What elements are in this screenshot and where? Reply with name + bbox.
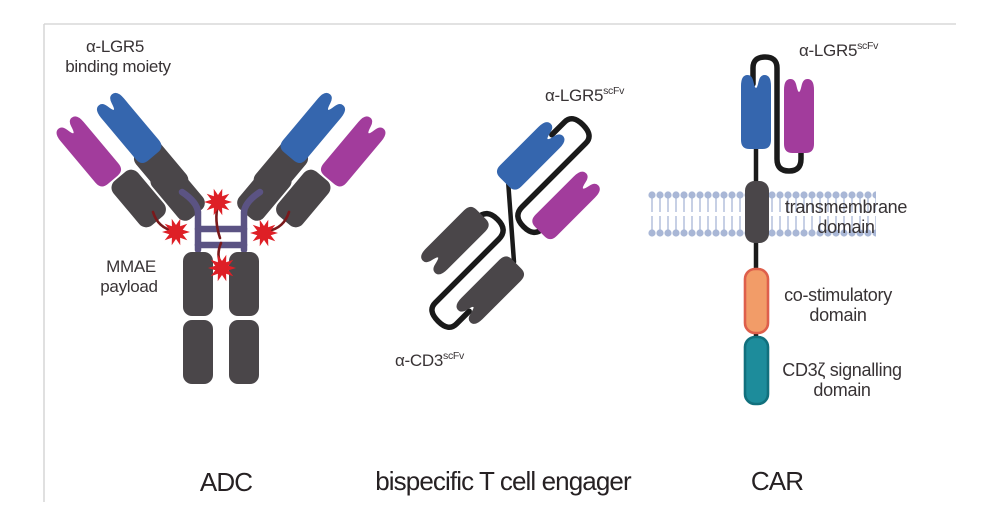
scfv-loop-linker xyxy=(515,116,592,236)
transmembrane-label-line2: domain xyxy=(817,217,874,237)
cd3zeta-label-line1: CD3ζ signalling xyxy=(782,360,902,380)
mmae-payload-burst xyxy=(162,218,190,246)
lgr5-binding-domain-blue xyxy=(741,75,771,149)
antibody-fc-domain xyxy=(229,252,259,316)
bite-lgr5-label: α-LGR5scFv xyxy=(545,85,625,105)
cd3zeta-signalling-domain xyxy=(743,335,770,406)
adc-fc-legs xyxy=(183,252,259,384)
car-lgr5-label: α-LGR5scFv xyxy=(799,40,879,60)
costimulatory-label-line1: co-stimulatory xyxy=(784,285,892,305)
mmae-payload-label-line1: MMAE xyxy=(106,257,156,276)
adc-caption: ADC xyxy=(200,467,252,497)
antibody-fc-domain xyxy=(183,252,213,316)
cd3zeta-label-line2: domain xyxy=(813,380,870,400)
mmae-payload-burst xyxy=(250,219,278,247)
antibody-fc-domain xyxy=(229,320,259,384)
adc-left-arm xyxy=(53,90,205,228)
binding-moiety-label-line2: binding moiety xyxy=(65,57,171,76)
transmembrane-domain xyxy=(745,181,769,243)
lgr5-binding-domain-magenta xyxy=(529,168,603,243)
bite-panel: α-LGR5scFv α-CD3scFv bispecific T cell e… xyxy=(375,85,633,496)
car-caption: CAR xyxy=(751,466,803,496)
antibody-fc-domain xyxy=(183,320,213,384)
bite-lgr5-scfv xyxy=(493,116,603,243)
lgr5-binding-domain-magenta xyxy=(784,79,814,153)
transmembrane-label-line1: transmembrane xyxy=(785,197,907,217)
adc-panel: α-LGR5 binding moiety MMAE payload ADC xyxy=(53,37,389,497)
cd3-binding-domain xyxy=(418,203,492,278)
scfv-loop-linker xyxy=(750,54,804,174)
scfv-loop-linker xyxy=(429,210,506,330)
scfv-linker-line xyxy=(505,177,517,265)
bite-caption: bispecific T cell engager xyxy=(375,466,632,496)
bite-cd3-label: α-CD3scFv xyxy=(395,350,465,370)
bite-cd3-scfv xyxy=(418,203,528,330)
car-panel: α-LGR5scFv transmembrane domain co-stimu… xyxy=(648,40,908,496)
costimulatory-label-line2: domain xyxy=(809,305,866,325)
car-lgr5-scfv xyxy=(741,54,814,174)
costimulatory-domain xyxy=(743,267,770,335)
binding-moiety-label-line1: α-LGR5 xyxy=(86,37,144,56)
mmae-payload-label-line2: payload xyxy=(100,277,157,296)
